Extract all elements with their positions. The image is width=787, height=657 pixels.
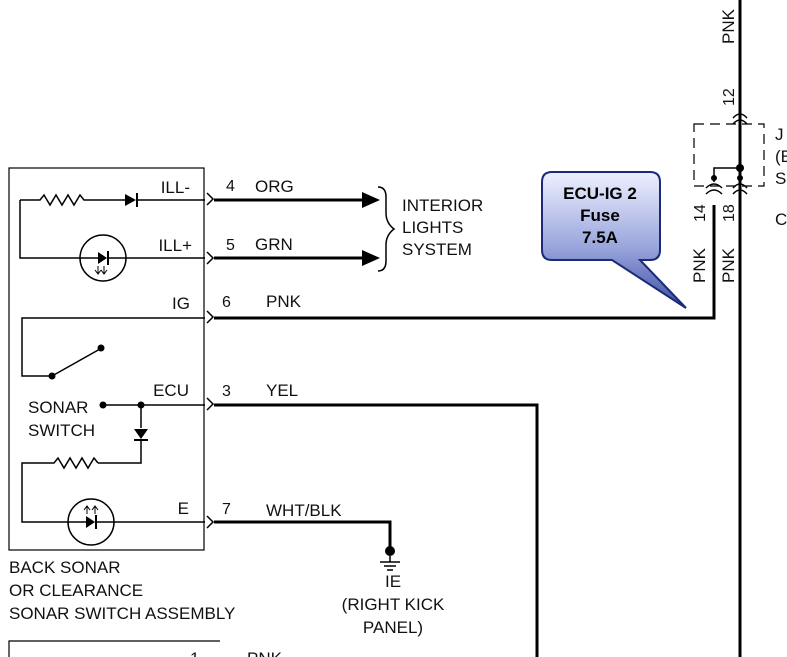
ig-circuit: [21, 317, 205, 377]
svg-text:S: S: [775, 169, 786, 188]
terminal-label-ill-plus: ILL+: [158, 236, 192, 255]
top-pin: 12: [721, 88, 738, 106]
assembly-box: [8, 167, 205, 551]
ground-icon: [380, 546, 400, 571]
junction-internal-wiring: [713, 167, 740, 182]
svg-text:(E: (E: [775, 147, 787, 166]
junction-labels: PNK 12 14 18 PNK PNK: [690, 8, 738, 283]
svg-text:OR CLEARANCE: OR CLEARANCE: [9, 581, 143, 600]
terminal-label-ecu: ECU: [153, 381, 189, 400]
wire-color-18: PNK: [719, 247, 738, 283]
svg-text:(RIGHT KICK: (RIGHT KICK: [342, 595, 445, 614]
svg-text:SYSTEM: SYSTEM: [402, 240, 472, 259]
svg-text:INTERIOR: INTERIOR: [402, 196, 483, 215]
interior-lights-label: INTERIOR LIGHTS SYSTEM: [402, 196, 483, 259]
svg-text:PNK: PNK: [247, 649, 283, 657]
svg-text:C: C: [775, 210, 787, 229]
svg-text:ECU-IG 2: ECU-IG 2: [563, 184, 637, 203]
svg-text:1: 1: [190, 649, 199, 657]
wire-color-14: PNK: [690, 247, 709, 283]
pin-3: 3: [222, 383, 231, 400]
top-wire-color: PNK: [719, 8, 738, 44]
assembly-connector-chevrons: [206, 192, 215, 529]
assembly-name: BACK SONAR OR CLEARANCE SONAR SWITCH ASS…: [9, 558, 235, 623]
wire-color-wht-blk: WHT/BLK: [266, 501, 342, 520]
svg-text:SONAR SWITCH ASSEMBLY: SONAR SWITCH ASSEMBLY: [9, 604, 235, 623]
diode-icon: [125, 194, 136, 206]
outgoing-wires: [214, 192, 716, 657]
ill-minus-circuit: [19, 193, 205, 259]
switch-contact-icon: [48, 372, 56, 380]
wire-color-pnk: PNK: [266, 292, 302, 311]
wire-colors: ORG GRN PNK YEL WHT/BLK: [255, 177, 342, 520]
ecu-circuit: [21, 404, 205, 523]
terminal-label-ill-minus: ILL-: [161, 178, 190, 197]
svg-text:SWITCH: SWITCH: [28, 421, 95, 440]
pin-7: 7: [222, 501, 231, 518]
svg-text:J: J: [775, 125, 784, 144]
pin-4: 4: [226, 178, 235, 195]
wire-color-grn: GRN: [255, 235, 293, 254]
pin-numbers: 4 5 6 3 7: [222, 178, 235, 518]
wire-color-org: ORG: [255, 177, 294, 196]
pin-14: 14: [692, 204, 709, 222]
bottom-partial-labels: 1 PNK: [190, 649, 283, 657]
svg-text:Fuse: Fuse: [580, 206, 620, 225]
junction-connector-box: [693, 123, 765, 187]
bottom-partial-box: [8, 640, 220, 657]
terminal-label-ig: IG: [172, 294, 190, 313]
junction-chevrons: [705, 113, 748, 195]
diode-down-icon: [134, 429, 148, 439]
sonar-switch-label: SONAR SWITCH: [28, 398, 95, 440]
callout-text: ECU-IG 2 Fuse 7.5A: [563, 184, 637, 247]
pin-6: 6: [222, 294, 231, 311]
svg-text:IE: IE: [385, 572, 401, 591]
svg-text:SONAR: SONAR: [28, 398, 88, 417]
svg-text:PANEL): PANEL): [363, 618, 423, 637]
junction-clipped-text: J (E S C: [775, 125, 787, 229]
pin-18: 18: [721, 204, 738, 222]
fuse-callout: [541, 171, 687, 309]
pin-5: 5: [226, 237, 235, 254]
terminal-labels: ILL- ILL+ IG ECU E: [153, 178, 192, 518]
svg-text:BACK SONAR: BACK SONAR: [9, 558, 120, 577]
terminal-label-e: E: [178, 499, 189, 518]
svg-text:7.5A: 7.5A: [582, 228, 618, 247]
ground-label: IE (RIGHT KICK PANEL): [342, 572, 445, 637]
wire-color-yel: YEL: [266, 381, 298, 400]
interior-lights-brace: [377, 186, 396, 272]
svg-text:LIGHTS: LIGHTS: [402, 218, 463, 237]
